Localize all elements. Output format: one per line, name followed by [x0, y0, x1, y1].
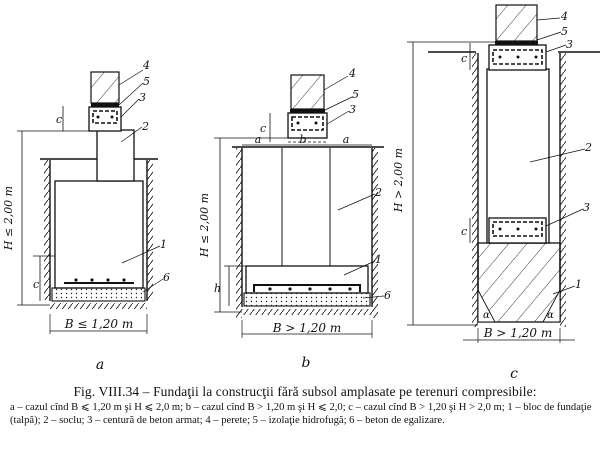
dim-h-label-b: h [214, 282, 221, 295]
wall [290, 74, 325, 110]
waterproofing [495, 41, 538, 45]
callout-3-b: 3 [349, 103, 356, 116]
foundation-block [54, 180, 144, 289]
callout-1-a: 1 [160, 238, 167, 251]
dim-c-top-label-a: c [56, 113, 62, 126]
caption-body: a – cazul cînd B ⩽ 1,20 m şi H ⩽ 2,0 m; … [10, 402, 592, 427]
foundation-block [245, 265, 369, 294]
panel-letter-b: b [302, 355, 311, 371]
angle-label-right: α [547, 310, 554, 321]
callout-4-a: 4 [142, 59, 150, 72]
width-label-b: B > 1,20 m [272, 321, 341, 335]
height-label-a: H ≤ 2,00 m [2, 186, 15, 251]
leveling-concrete [243, 292, 371, 307]
soil-wall-right [372, 148, 378, 318]
panel-letter-a: a [96, 357, 104, 373]
callout-3-top-c: 3 [566, 38, 573, 51]
callout-5-c: 5 [561, 25, 568, 38]
top-label-b: b [299, 133, 306, 146]
dim-c-top-label-c: c [461, 52, 467, 65]
soil-wall-left [472, 53, 478, 327]
foundation-block [477, 242, 561, 323]
callout-1-b: 1 [375, 253, 382, 266]
callout-4-b: 4 [348, 67, 356, 80]
callout-1-c: 1 [575, 278, 582, 291]
height-label-b: H ≤ 2,00 m [198, 193, 211, 258]
callout-3-a: 3 [139, 91, 146, 104]
callout-3-bottom-c: 3 [583, 201, 590, 214]
rebar [253, 284, 361, 292]
dim-c-label-a: c [33, 278, 39, 291]
foundation-diagram: H ≤ 2,00 m c c B ≤ 1,20 m 4 5 3 2 1 6 a [2, 4, 600, 382]
callout-2-c: 2 [584, 141, 592, 154]
panel-b: H ≤ 2,00 m h c a b a B > 1,20 m 4 5 3 2 … [198, 67, 391, 371]
plinth [96, 129, 135, 182]
dim-c-label-b: c [260, 122, 266, 135]
top-label-a-right: a [343, 133, 350, 146]
wall [90, 71, 120, 104]
soil-bottom [242, 309, 372, 315]
panel-c: H > 2,00 m c c α α B > 1,20 m 4 5 3 2 3 … [392, 4, 600, 382]
soil-bottom [50, 303, 147, 309]
callout-5-a: 5 [143, 75, 150, 88]
height-label-c: H > 2,00 m [392, 148, 405, 213]
callout-6-b: 6 [384, 289, 391, 302]
width-label-c: B > 1,20 m [483, 326, 552, 340]
callout-5-b: 5 [352, 88, 359, 101]
wall [495, 4, 538, 42]
leveling-concrete [51, 287, 146, 302]
soil-wall-right [147, 160, 153, 300]
width-label-a: B ≤ 1,20 m [64, 317, 133, 331]
panel-letter-c: c [510, 366, 518, 382]
caption-title: Fig. VIII.34 – Fundaţii la construcţii f… [73, 384, 537, 399]
callout-4-c: 4 [560, 10, 568, 23]
panel-a: H ≤ 2,00 m c c B ≤ 1,20 m 4 5 3 2 1 6 a [2, 59, 170, 373]
plinth [486, 68, 550, 244]
soil-wall-left [44, 160, 50, 300]
callout-6-a: 6 [163, 271, 170, 284]
angle-label-left: α [483, 310, 490, 321]
callout-2-b: 2 [374, 186, 382, 199]
figure-caption: Fig. VIII.34 – Fundaţii la construcţii f… [10, 384, 600, 428]
top-label-a-left: a [255, 133, 262, 146]
waterproofing [91, 103, 119, 107]
soil-wall-left [236, 148, 242, 318]
waterproofing [290, 109, 325, 113]
soil-wall-right [560, 53, 566, 327]
dim-c-bottom-label-c: c [461, 225, 467, 238]
callout-2-a: 2 [141, 120, 149, 133]
